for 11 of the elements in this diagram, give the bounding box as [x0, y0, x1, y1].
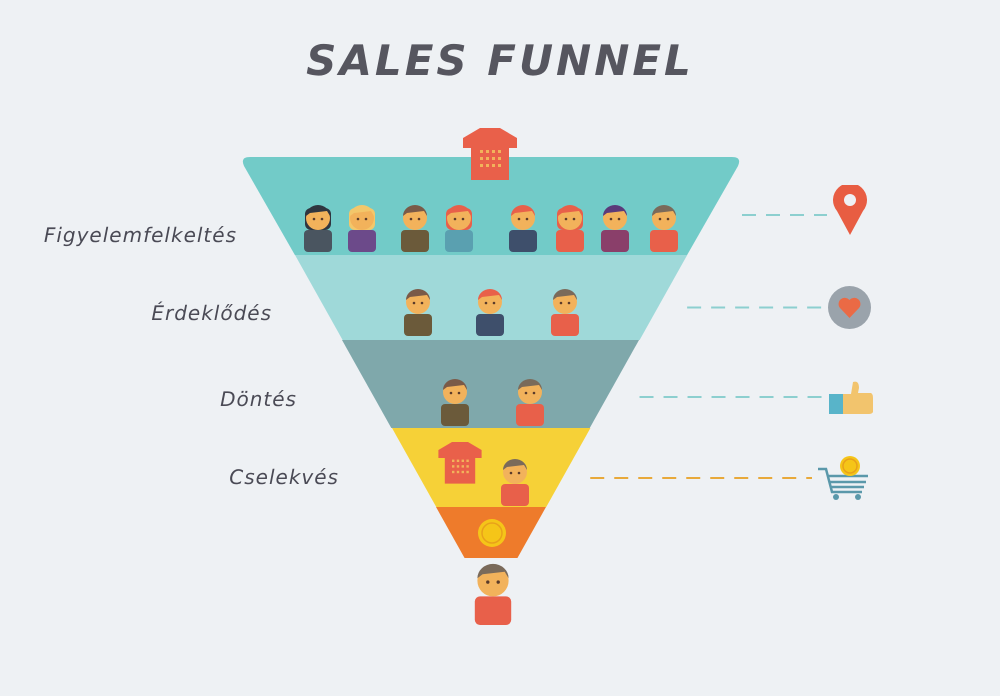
connector-line [742, 214, 827, 216]
thumbs-up-icon [829, 380, 873, 414]
stage-label: Érdeklődés [151, 301, 272, 325]
title: SALES FUNNEL [306, 36, 694, 85]
stage-label: Cselekvés [229, 465, 339, 489]
connector-line [590, 477, 812, 479]
location-pin-icon [833, 185, 867, 235]
connector-line [687, 306, 822, 308]
stage-label: Figyelemfelkeltés [44, 223, 237, 247]
connector-line [640, 396, 823, 398]
stage-label: Döntés [220, 387, 297, 411]
